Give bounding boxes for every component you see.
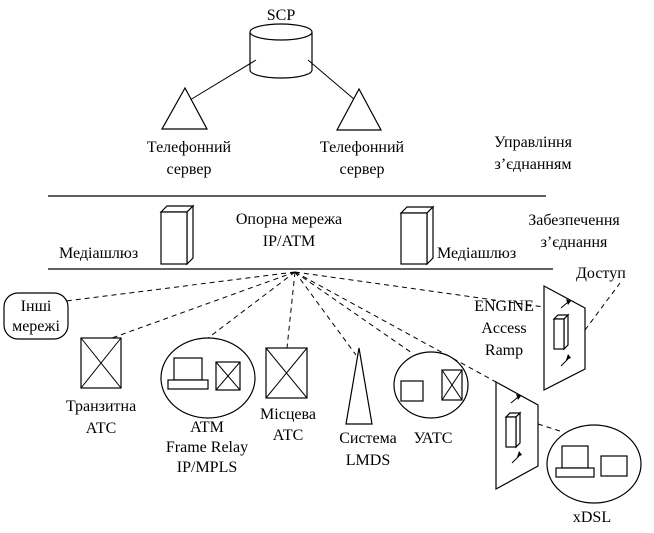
link-lmds [294,271,357,356]
other-networks-line2: мережі [12,318,60,335]
control-layer-label-line1: Управління [494,134,572,151]
engine-access-ramp-icon [543,284,586,391]
scp-link-left [189,59,257,101]
atm-cloud-icon [160,337,256,419]
xdsl-label: xDSL [573,509,611,526]
telephone-server-left-icon [160,86,209,130]
media-gateway-right-icon [399,205,435,266]
link-uatc [294,271,413,354]
core-network-label-line1: Опорна мережа [236,211,342,228]
engine-line2: Access [481,320,526,337]
link-other-networks [65,271,296,302]
transit-exchange-icon [80,337,122,389]
transit-exchange-line2: АТС [86,420,117,437]
link-transit-exchange [111,271,296,339]
link-xdsl-ramp [294,271,497,383]
other-networks-line1: Інші [21,298,52,315]
local-exchange-line2: АТС [273,427,304,444]
scp-label: SCP [267,7,296,24]
atm-cloud-line2: Frame Relay [166,439,248,456]
transport-layer-label-line1: Забезпечення [528,212,620,229]
scp-link-right [307,59,356,101]
media-gateway-left-label: Медіашлюз [59,245,138,262]
telephone-server-right-line1: Телефонний [320,139,405,156]
telephone-server-right-line2: сервер [340,161,385,178]
control-layer-label-line2: з’єднанням [495,156,572,173]
link-engine-access [584,282,621,331]
telephone-server-left-line2: сервер [167,161,212,178]
other-networks-box [3,292,69,340]
link-ramp-xdsl [537,423,564,433]
local-exchange-icon [265,347,308,399]
link-atm-cloud [207,271,296,339]
media-gateway-left-icon [159,204,195,266]
uatc-icon [393,351,469,419]
scp-database [249,23,313,79]
access-links [65,271,621,433]
lmds-antenna-icon [345,347,373,425]
access-label: Доступ [576,265,626,282]
transport-layer-label-line2: з’єднання [541,234,608,251]
lmds-line2: LMDS [346,452,390,469]
transit-exchange-line1: Транзитна [66,398,136,415]
engine-line3: Ramp [485,342,523,359]
link-engine [294,271,545,308]
xdsl-cloud-icon [546,424,642,504]
atm-cloud-line3: IP/MPLS [177,459,237,476]
media-gateway-right-label: Медіашлюз [437,245,516,262]
engine-line1: ENGINE [474,298,534,315]
telephone-server-left-line1: Телефонний [147,139,232,156]
lmds-line1: Система [339,430,397,447]
atm-cloud-line1: ATM [190,419,224,436]
link-local-exchange [286,271,296,349]
telephone-server-right-icon [335,87,383,131]
local-exchange-line1: Місцева [260,406,316,423]
uatc-label: УАТС [414,430,453,447]
xdsl-access-ramp-icon [495,380,539,491]
core-network-label-line2: IP/ATM [263,233,315,250]
